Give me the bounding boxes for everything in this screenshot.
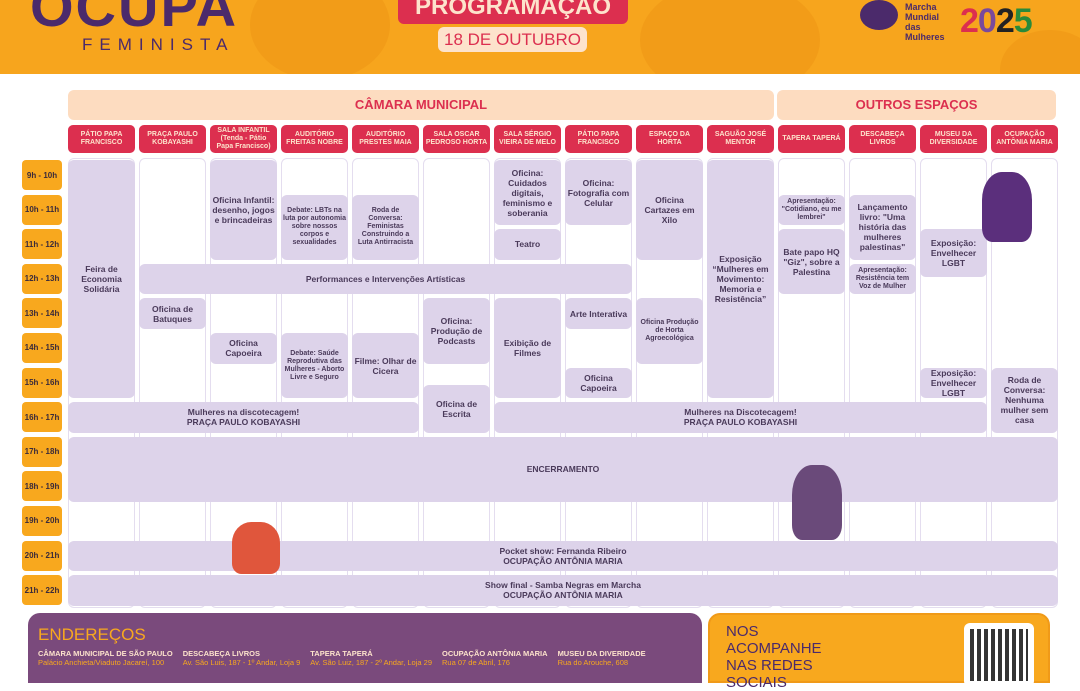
time-slot: 15h - 16h [22,367,62,398]
event-block: Mulheres na Discotecagem! PRAÇA PAULO KO… [494,402,987,433]
column-bg [423,158,490,608]
time-slot: 17h - 18h [22,436,62,467]
event-block: Oficina Capoeira [565,367,632,399]
time-slot: 18h - 19h [22,471,62,502]
section-camara: CÂMARA MUNICIPAL [68,90,774,120]
column-bg [636,158,703,608]
venue-header: ESPAÇO DA HORTA [636,125,703,153]
venue-header: PÁTIO PAPA FRANCISCO [565,125,632,153]
event-block: Oficina: Fotografia com Celular [565,160,632,226]
venue-header: PRAÇA PAULO KOBAYASHI [139,125,206,153]
time-slot: 14h - 15h [22,332,62,363]
event-block: Roda de Conversa: Feministas Construindo… [352,194,419,260]
event-block: Roda de Conversa: Nenhuma mulher sem cas… [991,367,1058,433]
event-block: Pocket show: Fernanda Ribeiro OCUPAÇÃO A… [68,540,1058,572]
logo: OCUPA [30,0,239,38]
event-block: Filme: Olhar de Cicera [352,332,419,399]
illustration-singer [232,522,280,574]
event-block: Oficina Cartazes em Xilo [636,160,703,260]
event-block: Exibição de Filmes [494,298,561,399]
venue-header: SAGUÃO JOSÉ MENTOR [707,125,774,153]
event-block: Debate: LBTs na luta por autonomia sobre… [281,194,348,260]
event-block: Oficina Produção de Horta Agroecológica [636,298,703,364]
venue-header: AUDITÓRIO PRESTES MAIA [352,125,419,153]
schedule-grid: Feira de Economia Solidária Oficina Infa… [68,158,1058,608]
time-slot: 10h - 11h [22,194,62,225]
event-block: Exposição: Envelhecer LGBT [920,367,987,399]
event-date: 18 DE OUTUBRO [438,27,587,52]
column-bg [849,158,916,608]
event-block: Oficina: Cuidados digitais, feminismo e … [494,160,561,226]
venue-header: MUSEU DA DIVERSIDADE [920,125,987,153]
venue-header: AUDITÓRIO FREITAS NOBRE [281,125,348,153]
header-banner: OCUPA FEMINISTA PROGRAMAÇÃO 18 DE OUTUBR… [0,0,1080,74]
logo-subtitle: FEMINISTA [82,35,235,54]
event-block: Exposição “Mulheres em Movimento: Memori… [707,160,774,399]
time-slot: 9h - 10h [22,160,62,190]
social-panel: NOS ACOMPANHE NAS REDES SOCIAIS [708,613,1050,691]
event-block: Apresentação: "Cotidiano, eu me lembrei" [778,194,845,226]
event-block: Exposição: Envelhecer LGBT [920,229,987,278]
column-bg [778,158,845,608]
column-bg [139,158,206,608]
column-bg [210,158,277,608]
event-block: Oficina de Escrita [423,384,490,433]
partner-logo-icon [860,0,898,30]
event-block: Performances e Intervenções Artísticas [139,263,632,295]
decor-shape [250,0,390,74]
time-slot: 13h - 14h [22,298,62,329]
event-block: Oficina de Batuques [139,298,206,329]
partner-name: Marcha Mundial das Mulheres [905,2,945,42]
event-block: Feira de Economia Solidária [68,160,135,399]
time-slot: 11h - 12h [22,229,62,260]
decor-shape [640,0,820,74]
event-block: Debate: Saúde Reprodutiva das Mulheres -… [281,332,348,399]
venue-header: SALA INFANTIL (Tenda - Pátio Papa Franci… [210,125,277,153]
event-block: Teatro [494,229,561,260]
time-column: 9h - 10h 10h - 11h 11h - 12h 12h - 13h 1… [22,160,62,610]
venue-header: OCUPAÇÃO ANTÔNIA MARIA [991,125,1058,153]
event-block: Bate papo HQ "Giz", sobre a Palestina [778,229,845,295]
event-block: ENCERRAMENTO [68,436,1058,502]
event-block: Oficina: Produção de Podcasts [423,298,490,364]
event-block: Lançamento livro: "Uma história das mulh… [849,194,916,260]
venue-headers: PÁTIO PAPA FRANCISCO PRAÇA PAULO KOBAYAS… [68,125,1058,153]
venue-header: TAPERA TAPERÁ [778,125,845,153]
event-block: Apresentação: Resistência tem Voz de Mul… [849,263,916,295]
event-block: Mulheres na discotecagem! PRAÇA PAULO KO… [68,402,419,433]
venue-header: PÁTIO PAPA FRANCISCO [68,125,135,153]
social-text: NOS ACOMPANHE NAS REDES SOCIAIS [726,623,822,691]
addresses-title: ENDEREÇOS [38,625,146,644]
time-slot: 19h - 20h [22,505,62,536]
qr-code-icon[interactable] [964,623,1034,687]
event-block: Arte Interativa [565,298,632,329]
time-slot: 12h - 13h [22,263,62,294]
event-block: Oficina Capoeira [210,332,277,364]
venue-header: SALA OSCAR PEDROSO HORTA [423,125,490,153]
venue-header: SALA SÉRGIO VIEIRA DE MELO [494,125,561,153]
venue-header: DESCABEÇA LIVROS [849,125,916,153]
time-slot: 16h - 17h [22,402,62,433]
time-slot: 20h - 21h [22,540,62,571]
event-block: Oficina Infantil: desenho, jogos e brinc… [210,160,277,260]
year-logo: 2025 [960,2,1033,40]
time-slot: 21h - 22h [22,575,62,606]
section-outros: OUTROS ESPAÇOS [777,90,1056,120]
page-title: PROGRAMAÇÃO [398,0,628,24]
illustration-woman [982,172,1032,242]
illustration-raised-fist [792,465,842,540]
event-block: Show final - Samba Negras em Marcha OCUP… [68,575,1058,606]
